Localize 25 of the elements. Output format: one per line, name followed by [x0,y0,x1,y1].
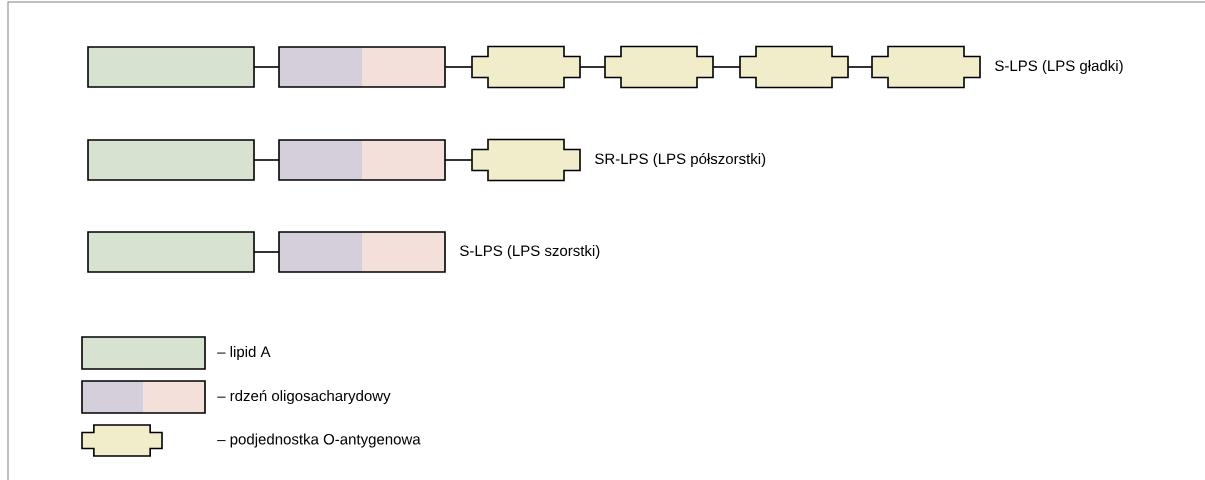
legend-text: – podjednostka O-antygenowa [217,433,421,448]
legend-text: – rdzeń oligosacharydowy [217,389,391,405]
connector-line [847,66,873,68]
connector-line [253,159,280,161]
core-box [278,231,446,273]
connector-line [253,251,280,253]
row-label: SR-LPS (LPS półszorstki) [595,152,766,168]
antigen-unit-shape [871,45,981,89]
antigen-unit-shape [739,45,849,89]
antigen-unit-shape [471,138,581,182]
legend-text: – lipid A [217,346,271,360]
antigen-unit-shape [471,45,581,89]
row-label: S-LPS (LPS gładki) [995,60,1123,74]
connector-line [444,159,473,161]
lipid-box [87,139,255,181]
core-box [278,46,446,88]
connector-line [444,66,473,68]
connector-line [712,66,741,68]
core-box [278,139,446,181]
connector-line [579,66,606,68]
row-label: S-LPS (LPS szorstki) [460,245,600,259]
connector-line [253,66,280,68]
lipid-box [87,46,255,88]
antigen-unit-shape [604,45,714,89]
lipid-box [87,231,255,273]
